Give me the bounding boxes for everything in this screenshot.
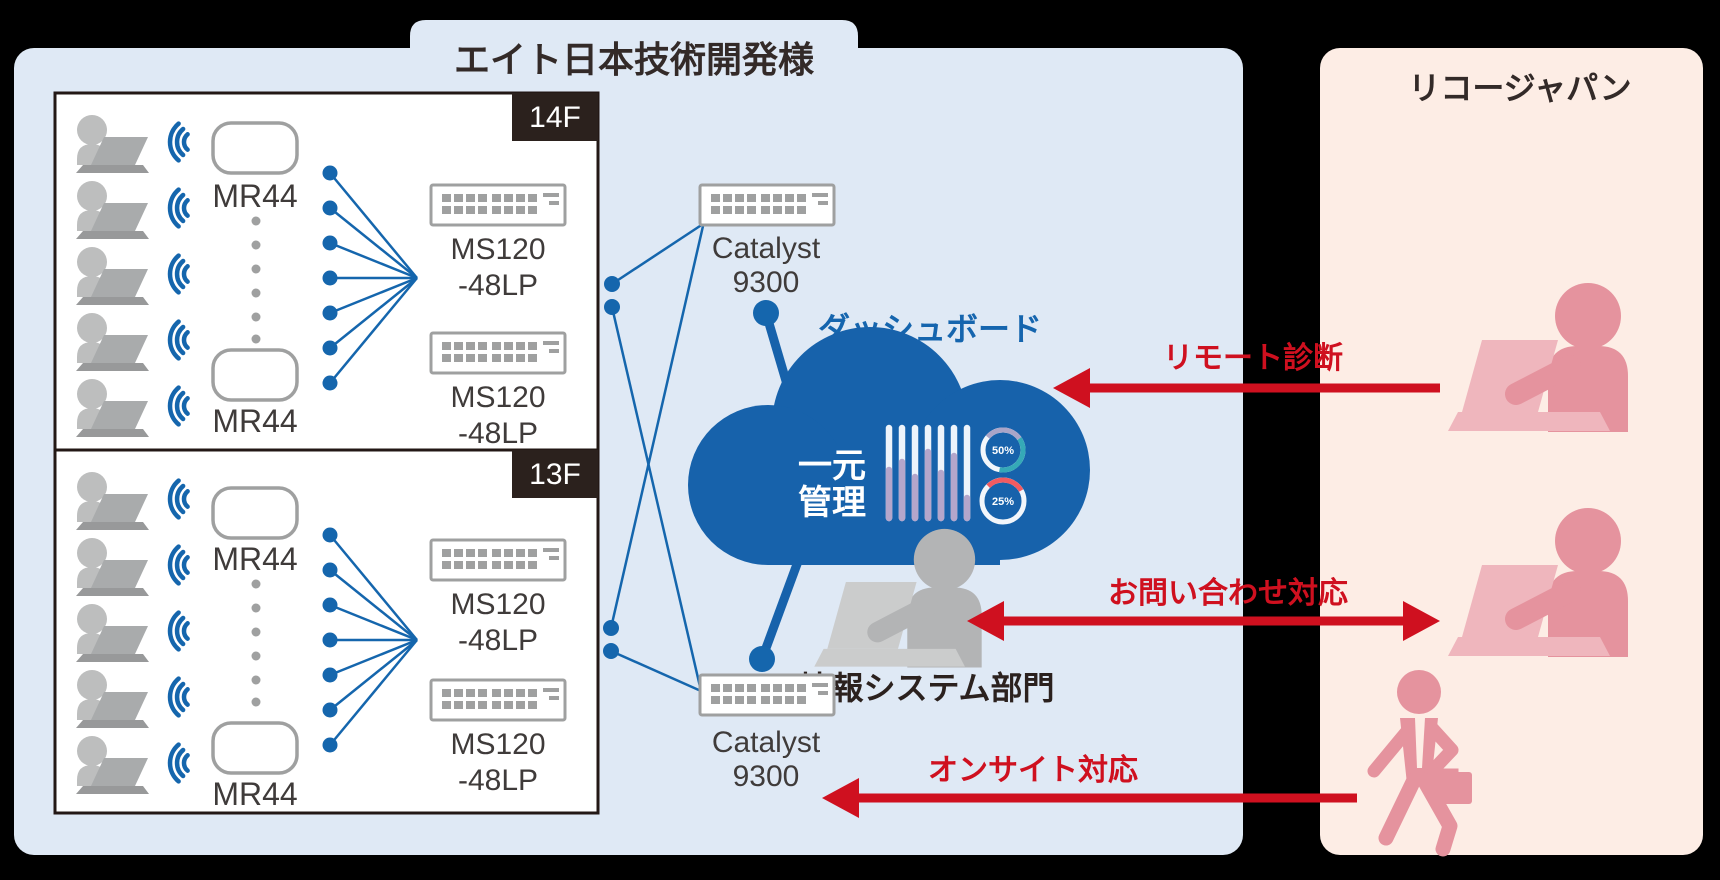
mr44-access-point-icon [211, 721, 299, 775]
ms120-switch-icon [429, 331, 567, 375]
ms120-label: -48LP [458, 764, 538, 797]
catalyst-switch-bottom: Catalyst 9300 [698, 673, 836, 793]
floor-label-badge [512, 450, 598, 498]
inquiry-support-label: お問い合わせ対応 [1108, 576, 1348, 610]
customer-panel-title: エイト日本技術開発様 [454, 39, 815, 80]
mr44-access-point-icon [211, 121, 299, 175]
catalyst-switch-top: Catalyst 9300 [698, 183, 836, 299]
ms120-label: MS120 [450, 381, 545, 414]
uplink-fan-lines [329, 534, 418, 746]
cloud-text: 管理 [798, 484, 866, 522]
mr44-label: MR44 [212, 403, 297, 439]
uplink-fan-lines [329, 172, 418, 384]
onsite-support-arrow: オンサイト対応 [822, 754, 1357, 818]
ms120-label: -48LP [458, 269, 538, 302]
remote-diagnosis-arrow: リモート診断 [1053, 341, 1440, 408]
mr44-access-point-icon [211, 486, 299, 540]
mr44-access-point-icon [211, 348, 299, 402]
ellipsis-dots [251, 579, 261, 707]
floor-box-14f: 14F MR44 MR44 MS120 -48 [53, 91, 600, 452]
onsite-support-label: オンサイト対応 [928, 754, 1138, 787]
core-uplink-dots [603, 276, 620, 659]
arrowhead-left-icon [967, 601, 1004, 641]
catalyst-switch-icon [698, 673, 836, 717]
remote-diagnosis-label: リモート診断 [1163, 341, 1343, 375]
ellipsis-dots [251, 216, 261, 344]
gauge-25-value: 25% [992, 496, 1014, 508]
catalyst-switch-icon [698, 183, 836, 227]
inquiry-support-arrow: お問い合わせ対応 [967, 576, 1440, 641]
ms120-switch-icon [429, 538, 567, 582]
ms120-switch-icon [429, 183, 567, 227]
cloud-text: 一元 [798, 447, 866, 485]
catalyst-label: 9300 [733, 266, 800, 299]
ap-link-dots [322, 165, 338, 391]
floor-label-14f: 14F [529, 101, 581, 134]
mr44-label: MR44 [212, 541, 297, 577]
floor-label-13f: 13F [529, 458, 581, 491]
gauge-50-value: 50% [992, 445, 1014, 457]
dashboard-cloud: ダッシュボード 一元 管理 [688, 311, 1090, 565]
ms120-label: MS120 [450, 728, 545, 761]
gauge-25-icon [979, 477, 1027, 525]
mr44-label: MR44 [212, 776, 297, 812]
arrowhead-left-icon [1053, 368, 1090, 408]
mr44-label: MR44 [212, 178, 297, 214]
it-department-label: 情報システム部門 [799, 670, 1054, 706]
catalyst-label: 9300 [733, 760, 800, 793]
arrowhead-right-icon [1403, 601, 1440, 641]
provider-panel: リコージャパン [1320, 48, 1703, 855]
gauge-50-icon [980, 427, 1026, 473]
it-department: 情報システム部門 [799, 529, 1055, 706]
ms120-label: MS120 [450, 588, 545, 621]
ap-link-dots [322, 527, 338, 753]
ms120-label: MS120 [450, 233, 545, 266]
provider-panel-title: リコージャパン [1408, 70, 1631, 106]
catalyst-label: Catalyst [712, 726, 821, 759]
bar-chart-icon [885, 424, 971, 522]
ms120-label: -48LP [458, 417, 538, 450]
catalyst-label: Catalyst [712, 232, 821, 265]
floor-label-badge [512, 93, 598, 141]
arrowhead-left-icon [822, 778, 859, 818]
ms120-label: -48LP [458, 624, 538, 657]
core-uplink-lines [609, 222, 705, 693]
floor-box-13f: 13F MR44 MR44 MS120 -48LP [53, 448, 600, 815]
ms120-switch-icon [429, 678, 567, 722]
